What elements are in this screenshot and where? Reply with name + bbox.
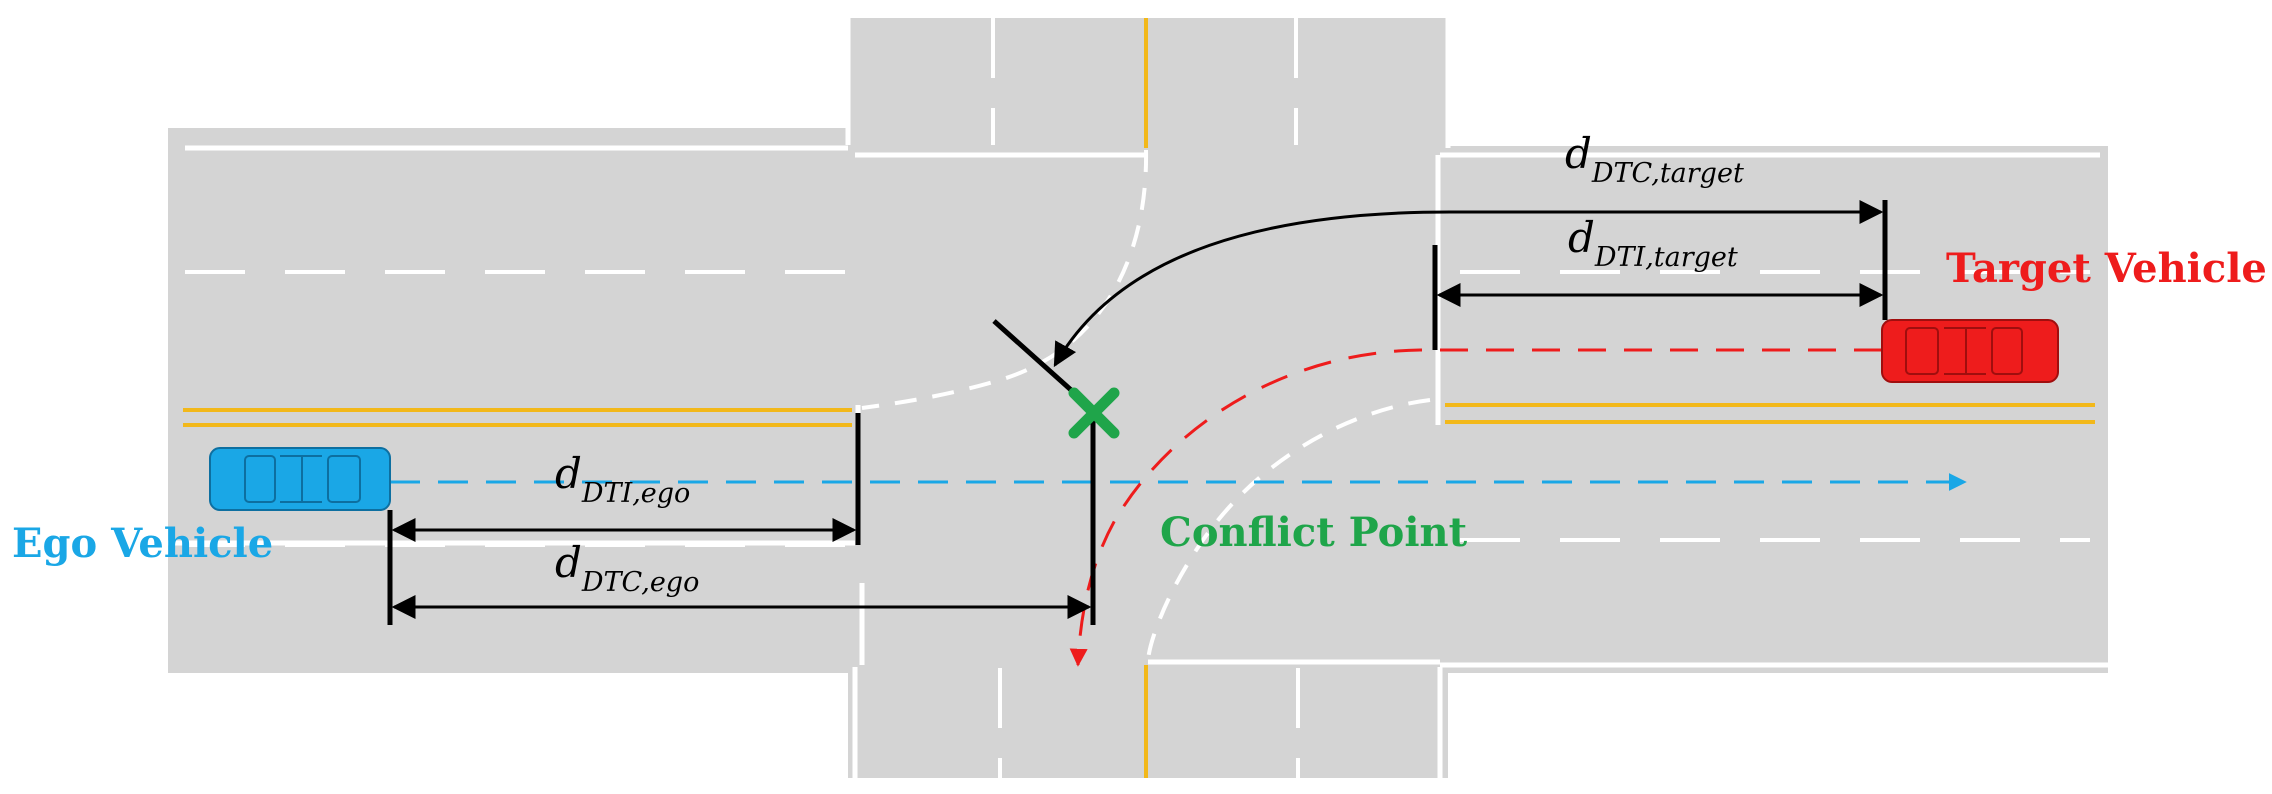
target-vehicle-label: Target Vehicle xyxy=(1946,245,2267,292)
road-horizontal-right xyxy=(1440,146,2108,673)
center-lines xyxy=(183,18,2095,778)
dti-ego-label: dDTI,ego xyxy=(555,449,690,509)
conflict-point-label: Conflict Point xyxy=(1160,509,1468,556)
conflict-point-icon xyxy=(1068,387,1120,439)
dtc-target-arrow xyxy=(1053,200,1884,368)
conflict-diagonal-tick xyxy=(992,319,1082,400)
target-vehicle-icon xyxy=(1881,319,2059,383)
road-horizontal-left xyxy=(168,128,858,673)
dtc-ego-label: dDTC,ego xyxy=(555,538,699,598)
dti-target-label: dDTI,target xyxy=(1568,213,1738,273)
dimension-arrows xyxy=(391,200,1884,619)
dtc-target-label: dDTC,target xyxy=(1565,129,1744,189)
ego-vehicle-icon xyxy=(209,447,391,511)
ego-vehicle-label: Ego Vehicle xyxy=(12,520,273,567)
